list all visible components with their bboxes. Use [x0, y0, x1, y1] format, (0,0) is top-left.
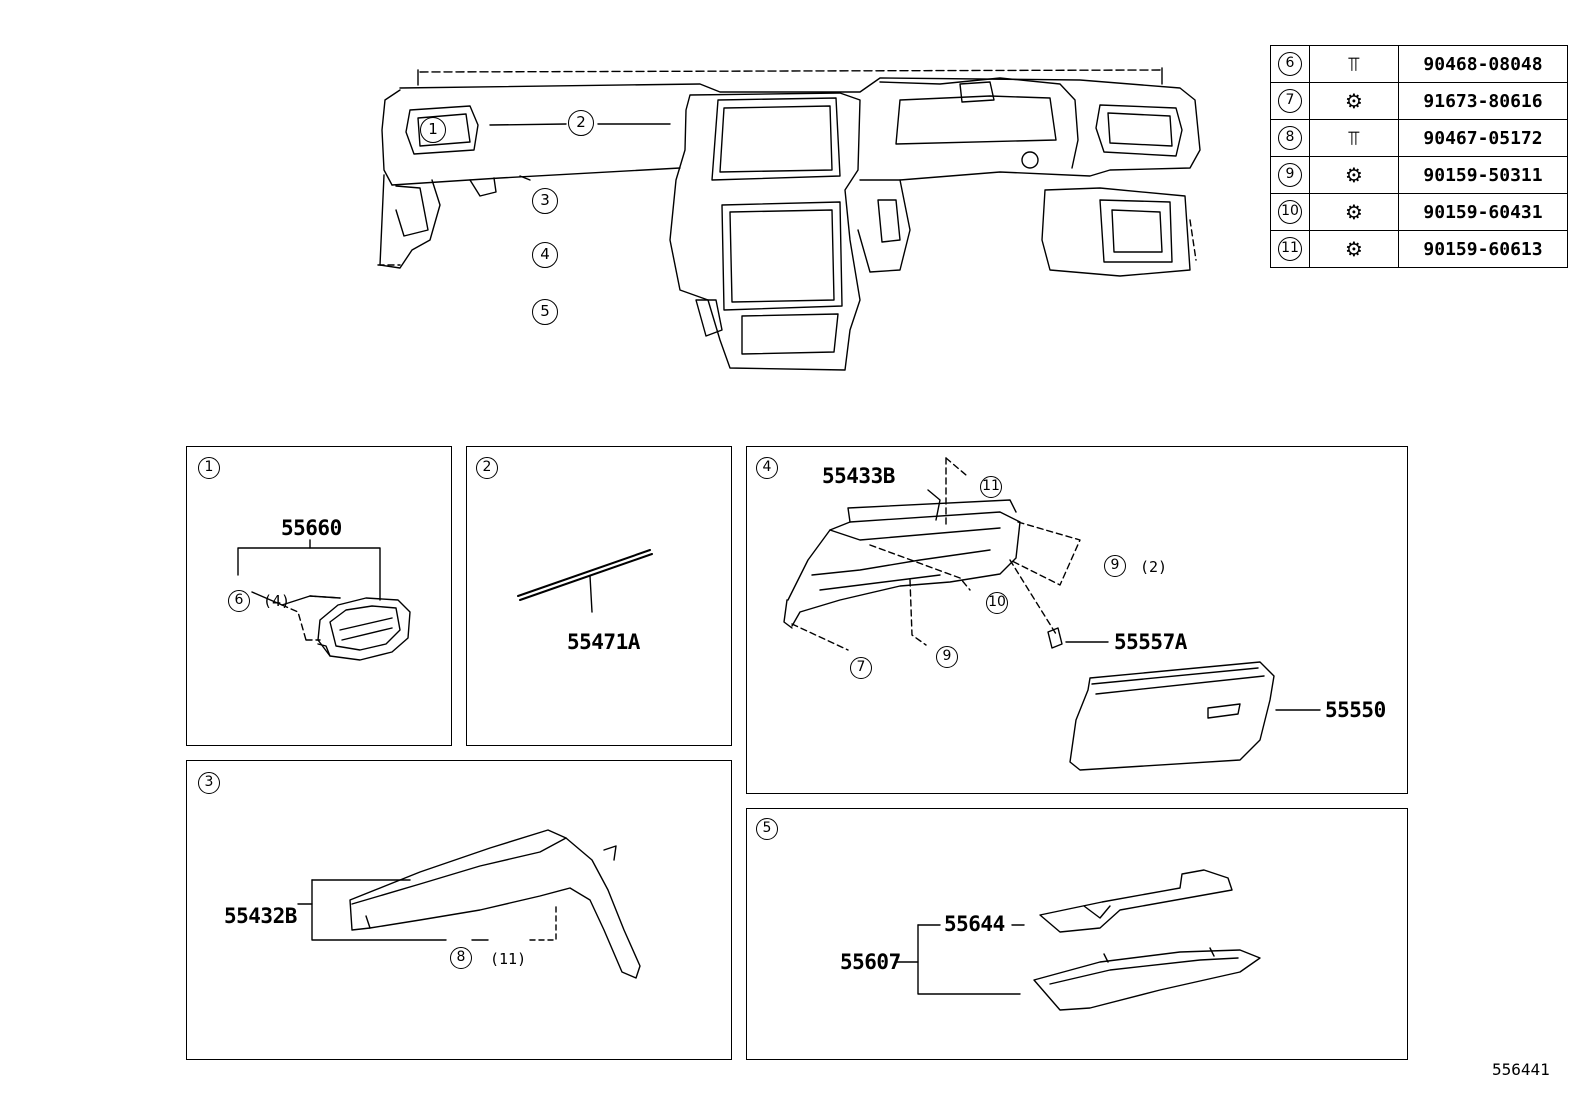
callout-3[interactable]: 3 — [532, 188, 558, 214]
panel-5-ref: 5 — [756, 818, 778, 840]
cover-drawing — [895, 869, 1261, 1011]
clip-icon: ⫪ — [1348, 126, 1360, 150]
panel-glove-box — [746, 446, 1408, 794]
fastener-callout-6[interactable]: 6 — [228, 590, 250, 612]
callout-5[interactable]: 5 — [532, 299, 558, 325]
part-55433B[interactable]: 55433B — [822, 464, 895, 488]
table-row: 8 ⫪ 90467-05172 — [1270, 119, 1568, 157]
table-row: 11 ⚙ 90159-60613 — [1270, 230, 1568, 268]
fastener-callout-9b[interactable]: 9 — [936, 646, 958, 668]
panel-3-ref: 3 — [198, 772, 220, 794]
callout-1[interactable]: 1 — [420, 117, 446, 143]
fastener-part-number: 90159-50311 — [1398, 156, 1568, 194]
panel-register — [186, 446, 452, 746]
panel-lower-panel — [186, 760, 732, 1060]
panel-cover — [746, 808, 1408, 1060]
panel-seal — [466, 446, 732, 746]
screw-icon: ⚙ — [1345, 200, 1363, 224]
lower-panel-drawing — [297, 829, 641, 979]
fastener-qty: (2) — [1140, 558, 1168, 576]
fastener-table: 6 ⫪ 90468-08048 7 ⚙ 91673-80616 8 ⫪ 9046… — [1270, 45, 1568, 268]
screw-icon: ⚙ — [1345, 237, 1363, 261]
fastener-callout-8[interactable]: 8 — [450, 947, 472, 969]
fastener-part-number: 91673-80616 — [1398, 82, 1568, 120]
part-55660[interactable]: 55660 — [281, 516, 342, 540]
seal-drawing — [517, 549, 653, 613]
fastener-ref: 9 — [1278, 163, 1302, 187]
fastener-qty: (4) — [263, 592, 291, 610]
instrument-panel-overview — [377, 67, 1201, 371]
callout-4[interactable]: 4 — [532, 242, 558, 268]
part-55644[interactable]: 55644 — [944, 912, 1005, 936]
panel-1-ref: 1 — [198, 457, 220, 479]
fastener-part-number: 90159-60431 — [1398, 193, 1568, 231]
table-row: 10 ⚙ 90159-60431 — [1270, 193, 1568, 231]
fastener-callout-10[interactable]: 10 — [986, 592, 1008, 614]
fastener-ref: 11 — [1278, 237, 1302, 261]
glove-box-drawing — [783, 457, 1321, 771]
fastener-part-number: 90468-08048 — [1398, 45, 1568, 83]
part-55550[interactable]: 55550 — [1325, 698, 1386, 722]
part-55557A[interactable]: 55557A — [1114, 630, 1187, 654]
fastener-ref: 7 — [1278, 89, 1302, 113]
fastener-callout-11[interactable]: 11 — [980, 476, 1002, 498]
fastener-callout-7[interactable]: 7 — [850, 657, 872, 679]
screw-icon: ⚙ — [1345, 89, 1363, 113]
table-row: 6 ⫪ 90468-08048 — [1270, 45, 1568, 83]
table-row: 7 ⚙ 91673-80616 — [1270, 82, 1568, 120]
part-55607[interactable]: 55607 — [840, 950, 901, 974]
fastener-ref: 8 — [1278, 126, 1302, 150]
fastener-part-number: 90159-60613 — [1398, 230, 1568, 268]
register-drawing — [237, 539, 411, 661]
fastener-callout-9[interactable]: 9 — [1104, 555, 1126, 577]
fastener-qty: (11) — [490, 950, 527, 968]
part-55471A[interactable]: 55471A — [567, 630, 640, 654]
fastener-ref: 10 — [1278, 200, 1302, 224]
figure-number: 556441 — [1492, 1060, 1550, 1079]
fastener-ref: 6 — [1278, 52, 1302, 76]
screw-icon: ⚙ — [1345, 163, 1363, 187]
panel-4-ref: 4 — [756, 457, 778, 479]
panel-2-ref: 2 — [476, 457, 498, 479]
callout-2[interactable]: 2 — [568, 110, 594, 136]
table-row: 9 ⚙ 90159-50311 — [1270, 156, 1568, 194]
part-55432B[interactable]: 55432B — [224, 904, 297, 928]
clip-icon: ⫪ — [1348, 52, 1360, 76]
fastener-part-number: 90467-05172 — [1398, 119, 1568, 157]
